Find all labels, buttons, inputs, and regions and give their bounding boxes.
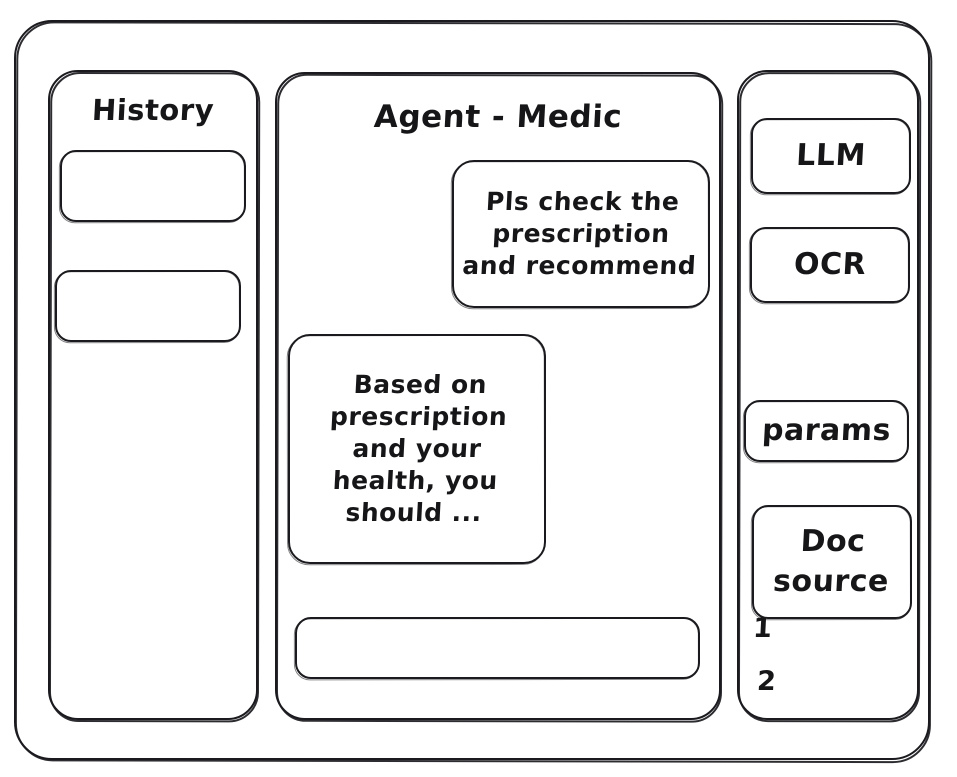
tool-params-label: params <box>761 412 892 448</box>
assistant-message-bubble: Based on prescription and your health, y… <box>286 334 546 566</box>
history-panel-title: History <box>91 93 215 127</box>
assistant-message-text: Based on prescription and your health, y… <box>329 370 509 527</box>
tool-doc-source-label: Doc source <box>772 523 890 600</box>
tool-llm-label: LLM <box>795 137 867 173</box>
agent-panel-title: Agent - Medic <box>373 99 624 135</box>
message-input-value <box>293 617 701 679</box>
doc-source-list-item-2[interactable]: 2 <box>756 666 778 697</box>
doc-source-list-item-1[interactable]: 1 <box>752 613 774 644</box>
tool-button-llm[interactable]: LLM <box>749 118 911 196</box>
history-item-1-label <box>58 150 248 222</box>
tool-ocr-label: OCR <box>793 246 868 282</box>
history-item-2[interactable] <box>53 270 243 344</box>
message-input[interactable] <box>293 617 701 681</box>
tool-button-ocr[interactable]: OCR <box>748 227 910 305</box>
tool-button-params[interactable]: params <box>742 400 909 464</box>
user-message-text: Pls check the prescription and recommend <box>461 187 697 280</box>
user-message-bubble: Pls check the prescription and recommend <box>450 160 710 310</box>
tool-button-doc-source[interactable]: Doc source <box>750 505 912 621</box>
history-item-2-label <box>53 270 243 342</box>
history-item-1[interactable] <box>58 150 248 224</box>
